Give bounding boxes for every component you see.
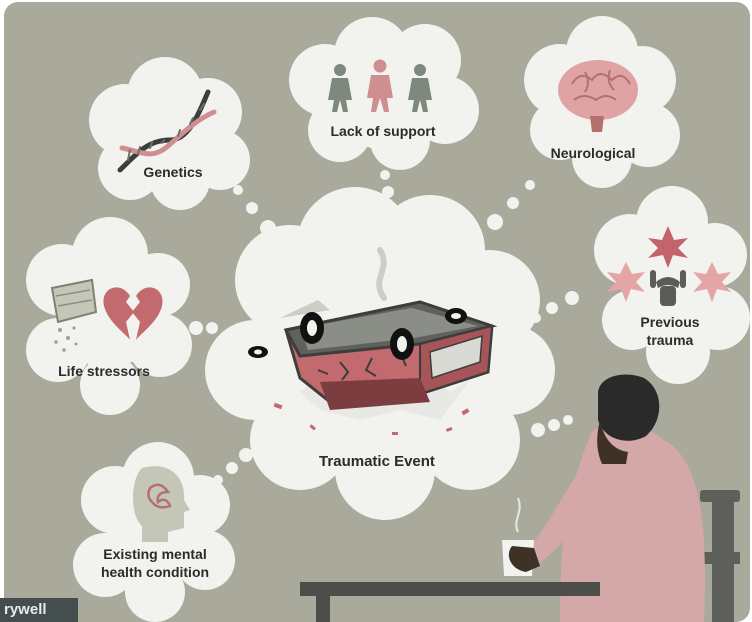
label-lack-of-support: Lack of support (330, 122, 435, 140)
label-life-stressors: Life stressors (58, 362, 150, 380)
label-existing-condition: Existing mental health condition (95, 545, 215, 581)
label-traumatic-event: Traumatic Event (319, 453, 435, 471)
label-previous-trauma: Previous trauma (635, 313, 705, 349)
brand-logo: rywell (0, 598, 78, 622)
label-neurological: Neurological (551, 144, 636, 162)
label-genetics: Genetics (143, 163, 202, 181)
